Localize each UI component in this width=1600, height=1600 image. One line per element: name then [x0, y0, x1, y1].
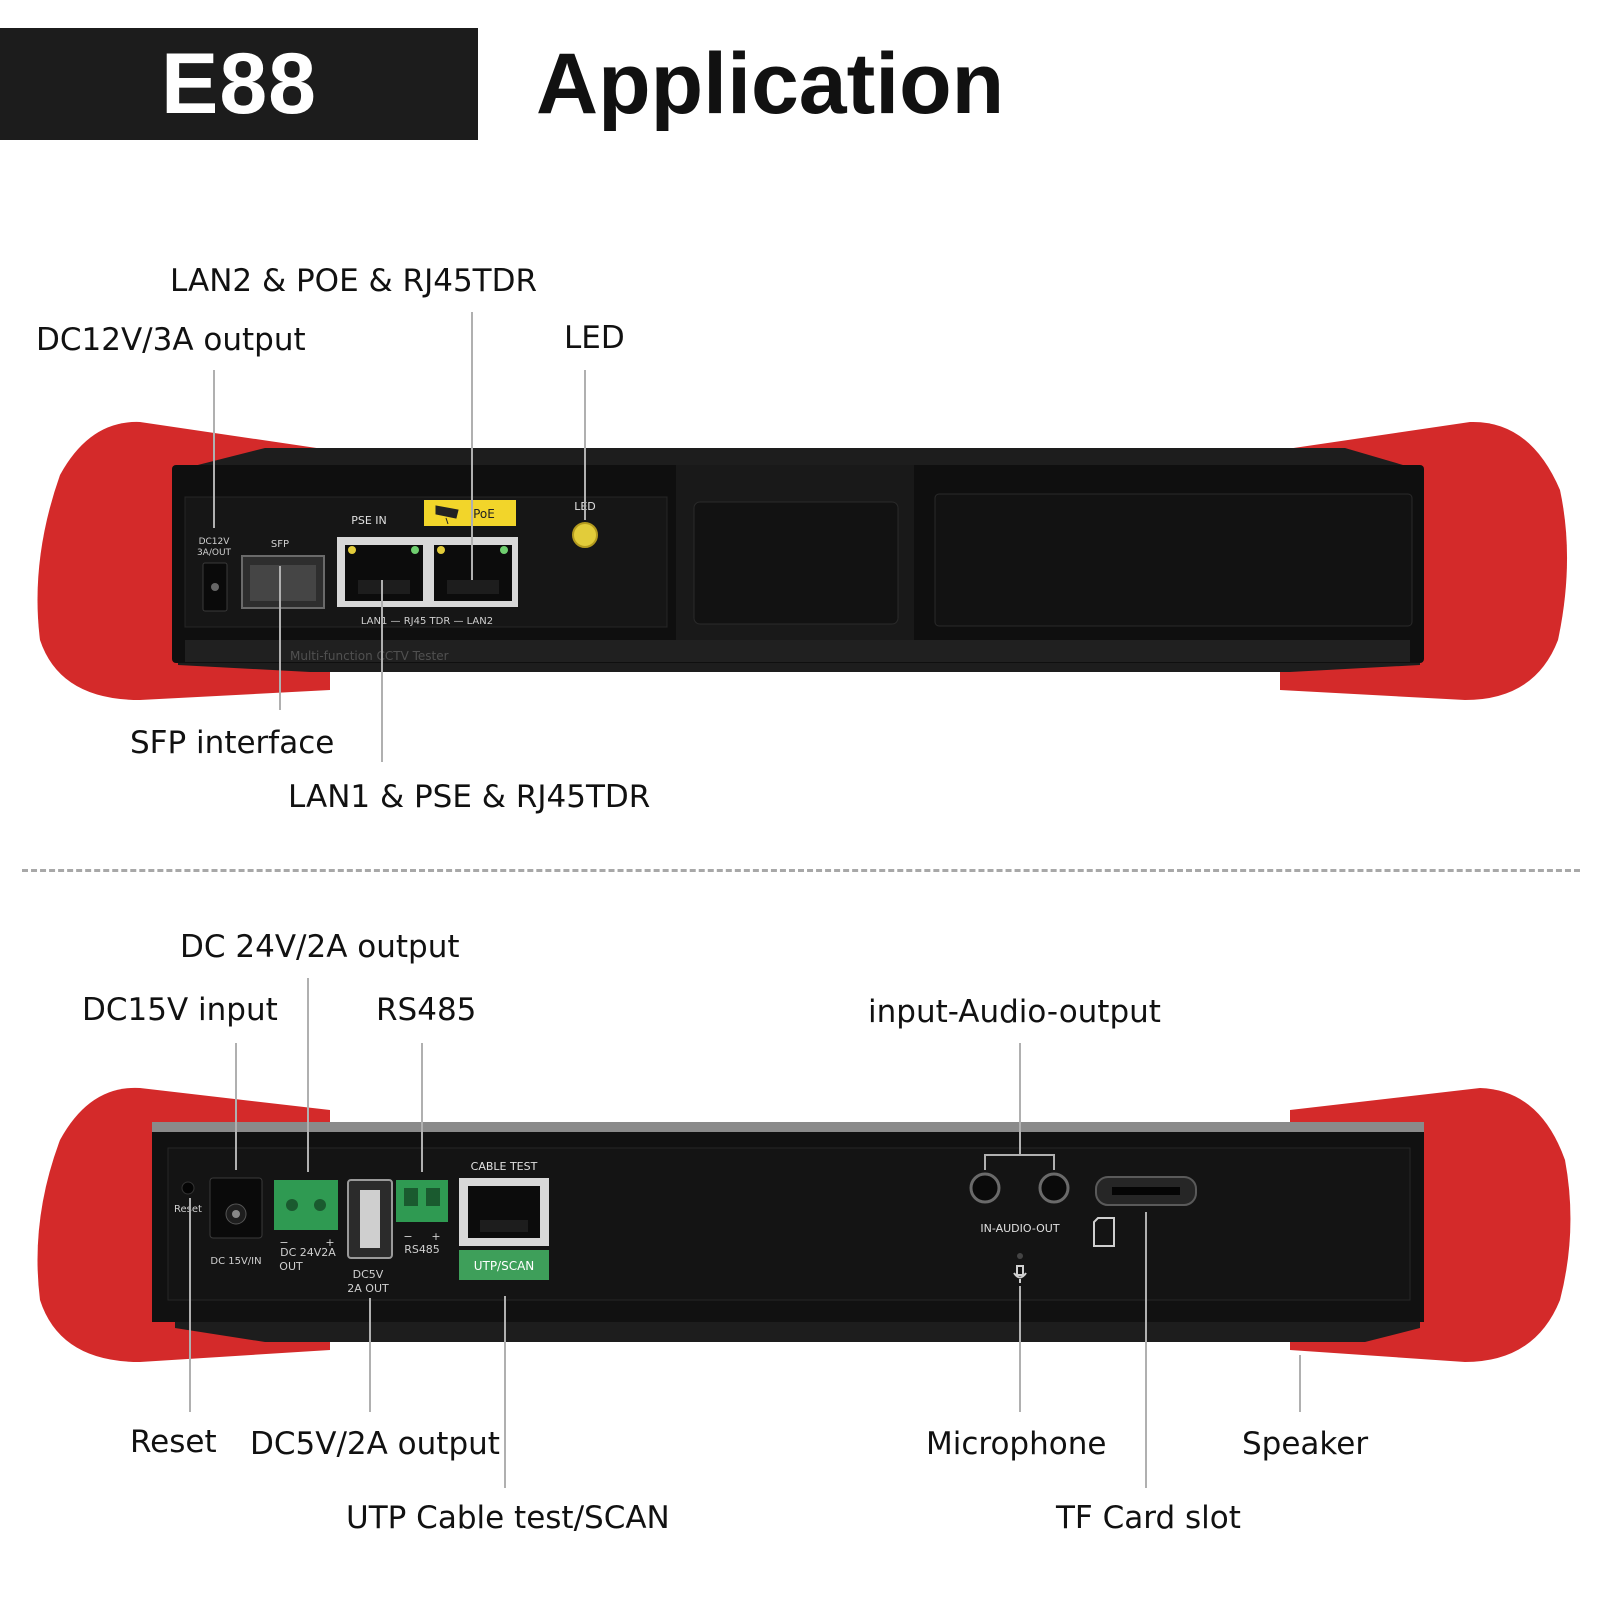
- dc24v-plus: +: [325, 1236, 334, 1249]
- microphone-icon: [1013, 1265, 1027, 1283]
- callout-dc12v: DC12V/3A output: [36, 322, 306, 358]
- sfp-port-inner: [250, 565, 316, 601]
- rs485-plus: +: [431, 1230, 440, 1243]
- dc5v-device-sublabel: 2A OUT: [347, 1282, 389, 1295]
- callout-dc15v: DC15V input: [82, 992, 278, 1028]
- led-indicator: [572, 522, 598, 548]
- dc5v-device-label: DC5V: [353, 1268, 384, 1281]
- audio-out-jack: [1038, 1172, 1070, 1204]
- bottom-body-top-edge: [152, 1122, 1424, 1134]
- utp-scan-label: UTP/SCAN: [474, 1259, 535, 1273]
- pse-in-label: PSE IN: [351, 514, 387, 527]
- rs485-terminal-slot-1: [404, 1188, 418, 1206]
- dc15v-jack-pin: [232, 1210, 240, 1218]
- top-device: Multi-function CCTV Tester DC12V 3A/OUT …: [37, 421, 1568, 700]
- audio-in-jack: [969, 1172, 1001, 1204]
- microphone-hole: [1017, 1253, 1023, 1259]
- dc15v-device-label: DC 15V/IN: [210, 1256, 261, 1267]
- dc24v-device-label: DC 24V2A: [280, 1246, 336, 1259]
- callout-audio: input-Audio-output: [868, 994, 1161, 1030]
- dc24v-terminal-screw-1: [286, 1199, 298, 1211]
- dc24v-minus: −: [279, 1236, 288, 1249]
- cable-test-port-clip: [480, 1220, 528, 1232]
- callout-reset: Reset: [130, 1424, 217, 1460]
- dc12v-jack-pin: [211, 583, 219, 591]
- callout-utp: UTP Cable test/SCAN: [346, 1500, 670, 1536]
- callout-dc5v: DC5V/2A output: [250, 1426, 500, 1462]
- rs485-minus: −: [403, 1230, 412, 1243]
- dc24v-terminal: [274, 1180, 338, 1230]
- reset-hole: [181, 1181, 195, 1195]
- bottom-leader-lines: [189, 978, 1301, 1488]
- callout-speaker: Speaker: [1242, 1426, 1369, 1462]
- top-right-recess: [934, 493, 1413, 627]
- sfp-port-label: SFP: [271, 539, 289, 550]
- callout-tf: TF Card slot: [1056, 1500, 1241, 1536]
- callout-dc24v: DC 24V/2A output: [180, 929, 460, 965]
- bottom-device: Reset DC 15V/IN − + DC 24V2A OUT DC5V 2A…: [37, 1087, 1571, 1362]
- brand-strip-text: Multi-function CCTV Tester: [290, 649, 449, 663]
- rs485-terminal: [396, 1180, 448, 1222]
- dc12v-port-sublabel: 3A/OUT: [197, 548, 232, 558]
- callout-microphone: Microphone: [926, 1426, 1107, 1462]
- tf-card-slot-opening: [1112, 1187, 1180, 1195]
- top-bottom-bevel: [185, 640, 1410, 662]
- rs485-device-label: RS485: [404, 1243, 440, 1256]
- section-divider: [22, 869, 1580, 872]
- model-name: E88: [160, 36, 318, 132]
- reset-device-label: Reset: [174, 1204, 202, 1215]
- rs485-terminal-slot-2: [426, 1188, 440, 1206]
- dc12v-port-label: DC12V: [199, 537, 231, 547]
- callout-sfp: SFP interface: [130, 725, 335, 761]
- leader-audio: [984, 1043, 1055, 1170]
- callout-lan2: LAN2 & POE & RJ45TDR: [170, 263, 538, 299]
- callout-lan1: LAN1 & PSE & RJ45TDR: [288, 779, 651, 815]
- in-audio-out-label: IN-AUDIO-OUT: [980, 1222, 1059, 1235]
- dc24v-terminal-screw-2: [314, 1199, 326, 1211]
- model-banner: [0, 28, 478, 140]
- usb-port-tongue: [360, 1190, 380, 1248]
- lan1-port: [345, 545, 423, 601]
- camera-icon: [435, 505, 459, 525]
- poe-badge-label: PoE: [473, 507, 495, 521]
- top-leader-lines: [213, 312, 586, 762]
- page-title: Application: [536, 36, 1005, 132]
- dc24v-device-sublabel: OUT: [279, 1260, 303, 1273]
- lan-bottom-label: LAN1 — RJ45 TDR — LAN2: [361, 616, 493, 627]
- cable-test-label: CABLE TEST: [471, 1160, 538, 1173]
- utp-scan-plate: [459, 1250, 549, 1280]
- top-center-recess: [693, 501, 899, 625]
- callout-rs485: RS485: [376, 992, 477, 1028]
- callout-led: LED: [564, 320, 625, 356]
- sd-card-icon: [1093, 1217, 1115, 1247]
